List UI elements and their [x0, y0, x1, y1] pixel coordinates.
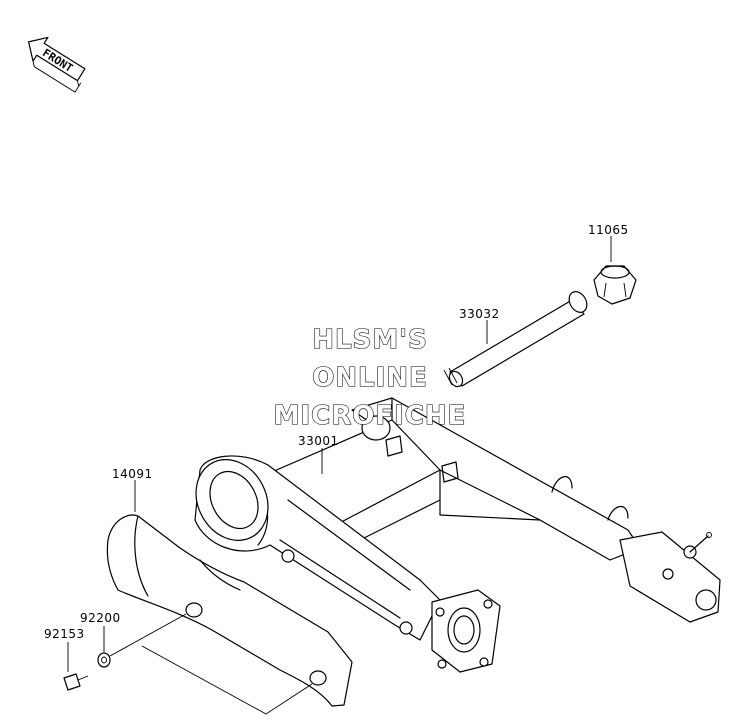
- part-label-33001[interactable]: 33001: [298, 434, 339, 448]
- watermark-line-3: MICROFICHE: [274, 401, 467, 431]
- swingarm-cover: [106, 514, 353, 707]
- pivot-nut: [593, 265, 637, 305]
- washer: [97, 652, 111, 668]
- part-label-92200[interactable]: 92200: [80, 611, 121, 625]
- leader-lines: [67, 236, 612, 715]
- watermark: HLSM'S ONLINE MICROFICHE: [273, 324, 467, 431]
- bolt: [63, 673, 89, 691]
- swingarm-body: [194, 397, 721, 673]
- pivot-shaft: [443, 291, 588, 388]
- front-arrow-icon: FRONT: [27, 36, 86, 93]
- part-label-33032[interactable]: 33032: [459, 307, 500, 321]
- watermark-line-1: HLSM'S: [312, 325, 428, 355]
- part-label-11065[interactable]: 11065: [588, 223, 629, 237]
- watermark-line-2: ONLINE: [312, 363, 428, 393]
- part-label-14091[interactable]: 14091: [112, 467, 153, 481]
- part-label-92153[interactable]: 92153: [44, 627, 85, 641]
